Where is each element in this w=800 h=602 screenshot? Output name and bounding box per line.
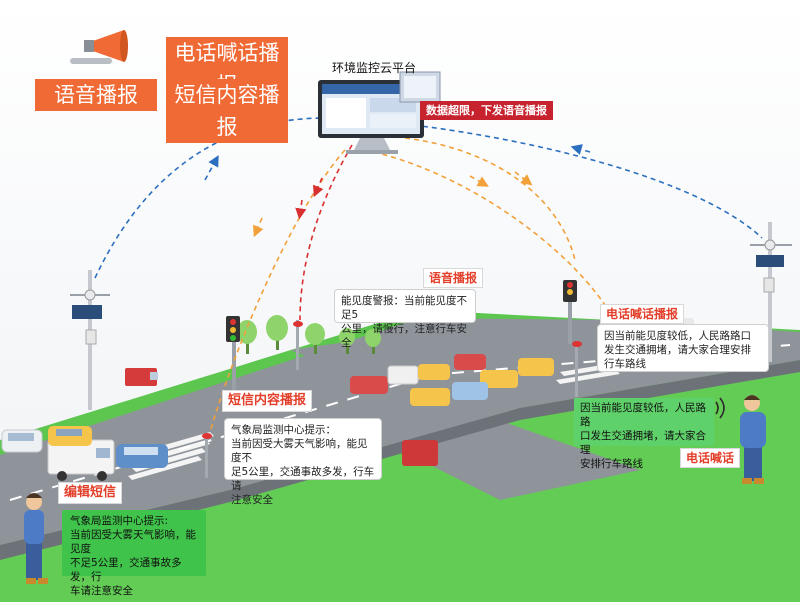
sms-phone-box: 气象局监测中心提示: 当前因受大雾天气影响，能见度 不足5公里，交通事故多发，行… [62, 510, 206, 597]
phone-call-tag: 电话喊话 [680, 448, 741, 468]
sms-broadcast-button: 短信内容播报 [166, 79, 288, 143]
voice-message-line: 能见度警报：当前能见度不足5 [341, 295, 467, 321]
sms-sign-line: 注意安全 [231, 494, 273, 506]
platform-title: 环境监控云平台 [332, 61, 417, 75]
alert-banner: 数据超限，下发语音播报 [420, 101, 553, 120]
voice-message-box: 能见度警报：当前能见度不足5 公里，请慢行，注意行车安全 [334, 289, 476, 349]
sms-sign-box: 气象局监测中心提示： 当前因受大雾天气影响，能见度不 足5公里，交通事故多发，行… [224, 418, 382, 506]
voice-message-line: 公里，请慢行，注意行车安全 [341, 323, 467, 349]
phone-sign-box: 因当前能见度较低，人民路路口 发生交通拥堵，请大家合理安排 行车路线 [597, 324, 769, 372]
phone-sign-line: 行车路线 [604, 358, 646, 370]
phone-sign-line: 发生交通拥堵，请大家合理安排 [604, 344, 751, 356]
sms-tag: 短信内容播报 [222, 390, 313, 412]
speaker-pole-center [293, 320, 303, 370]
sms-phone-line: 不足5公里，交通事故多发，行 [70, 557, 182, 583]
voice-broadcast-button: 语音播报 [35, 79, 157, 111]
person-phone [740, 395, 766, 484]
sms-phone-line: 气象局监测中心提示: [70, 515, 169, 527]
monitor-icon [318, 71, 441, 154]
sms-phone-line: 当前因受大雾天气影响，能见度 [70, 529, 196, 555]
voice-tag: 语音播报 [423, 268, 484, 288]
weather-station-left [70, 270, 110, 410]
speaker-pole-sms [202, 433, 212, 478]
phone-signal-icon [715, 397, 725, 419]
trees [237, 315, 381, 354]
sms-sign-line: 当前因受大雾天气影响，能见度不 [231, 438, 368, 464]
phone-call-box: 因当前能见度较低，人民路路 口发生交通拥堵，请大家合理 安排行车路线 [574, 398, 714, 470]
traffic-light-left [226, 316, 240, 408]
speaker-pole-phone [572, 341, 582, 397]
phone-call-line: 安排行车路线 [580, 458, 643, 470]
weather-station-right [750, 222, 792, 362]
edit-sms-tag: 编辑短信 [58, 482, 123, 504]
sms-sign-line: 足5公里，交通事故多发，行车请 [231, 466, 375, 492]
phone-sign-line: 因当前能见度较低，人民路路口 [604, 330, 751, 342]
phone-call-line: 因当前能见度较低，人民路路 [580, 402, 706, 428]
megaphone-icon [70, 30, 128, 64]
person-sms [24, 493, 48, 584]
phone-call-line: 口发生交通拥堵，请大家合理 [580, 430, 706, 456]
traffic-light-right [563, 280, 577, 344]
sms-phone-line: 车请注意安全 [70, 585, 133, 597]
sms-sign-line: 气象局监测中心提示： [231, 424, 336, 436]
phone-tag: 电话喊话播报 [600, 304, 685, 324]
